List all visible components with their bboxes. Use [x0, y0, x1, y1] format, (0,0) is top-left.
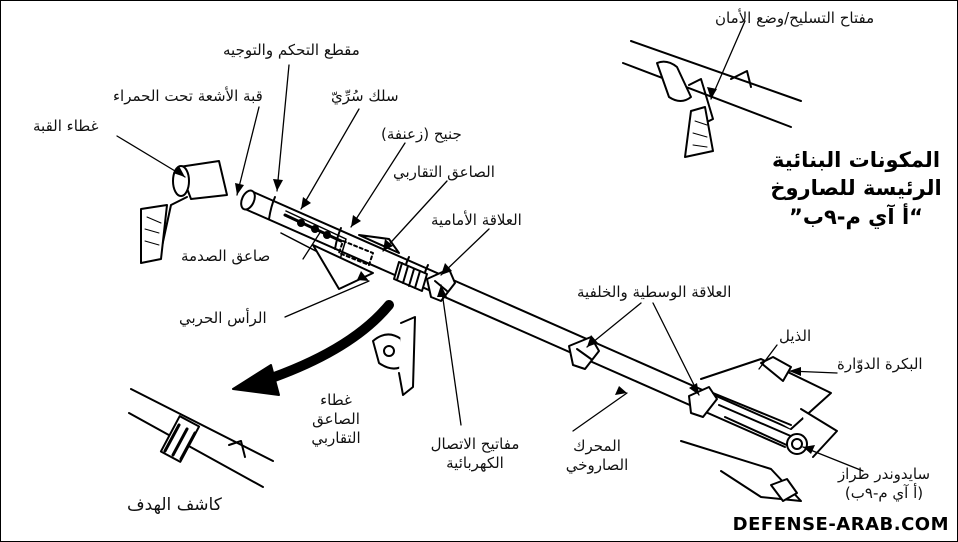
tail-fins	[680, 356, 838, 502]
label-fuze-cover-line-3: التقاربي	[311, 428, 361, 447]
leader-arrowheads	[173, 87, 815, 454]
detail-arrow	[232, 300, 394, 396]
label-rocket-motor: المحرك الصاروخي	[547, 437, 647, 475]
fuze-cover-detail	[372, 316, 416, 396]
label-motor-line-1: المحرك	[573, 437, 621, 455]
label-model: سايدوندر طراز (أ آي م-٩ب)	[819, 465, 949, 503]
dome-cover	[140, 160, 228, 264]
label-mid-rear-hangers: العلاقة الوسطية والخلفية	[577, 283, 732, 301]
label-forward-hanger: العلاقة الأمامية	[431, 211, 522, 229]
label-ir-dome: قبة الأشعة تحت الحمراء	[113, 87, 263, 105]
label-canard: جنيح (زعنفة)	[381, 125, 462, 143]
label-dome-cover: غطاء القبة	[33, 117, 99, 135]
label-guidance-section: مقطع التحكم والتوجيه	[223, 41, 360, 59]
label-umbilical-line-1: مفاتيح الاتصال	[430, 435, 520, 453]
label-fuze-cover: غطاء الصاعق التقاربي	[291, 391, 381, 447]
label-warhead: الرأس الحربي	[179, 309, 267, 327]
label-roller-wire: سلك سُرِّيّ	[331, 87, 399, 105]
target-detector-detail	[128, 388, 274, 488]
label-umbilical-switches: مفاتيح الاتصال الكهربائية	[415, 435, 535, 473]
title-line-2: الرئيسة للصاروخ	[770, 176, 942, 201]
title-line-1: المكونات البنائية	[771, 148, 941, 172]
label-rolleron: البكرة الدوّارة	[837, 355, 923, 373]
watermark: DEFENSE-ARAB.COM	[732, 514, 949, 535]
label-model-line-1: سايدوندر طراز	[837, 465, 931, 483]
rear-hanger	[688, 386, 718, 418]
title-line-3: “أ آي م-٩ب”	[789, 204, 923, 229]
label-fuze-cover-line-2: الصاعق	[312, 409, 360, 428]
label-tail: الذيل	[779, 327, 812, 345]
label-fuze-cover-line-1: غطاء	[320, 391, 352, 409]
label-model-line-2: (أ آي م-٩ب)	[844, 483, 924, 502]
label-umbilical-line-2: الكهربائية	[446, 453, 504, 472]
diagram-title: المكونات البنائية الرئيسة للصاروخ “أ آي …	[761, 146, 951, 231]
leader-lines	[116, 20, 864, 472]
arming-switch-detail	[622, 40, 802, 158]
label-target-detector: كاشف الهدف	[127, 495, 222, 515]
label-arming-switch: مفتاح التسليح/وضع الأمان	[715, 9, 875, 27]
label-motor-line-2: الصاروخي	[565, 455, 629, 474]
missile-body	[240, 189, 792, 448]
label-proximity-fuze: الصاعق التقاربي	[393, 163, 495, 181]
label-impact-fuze: صاعق الصدمة	[181, 247, 271, 265]
